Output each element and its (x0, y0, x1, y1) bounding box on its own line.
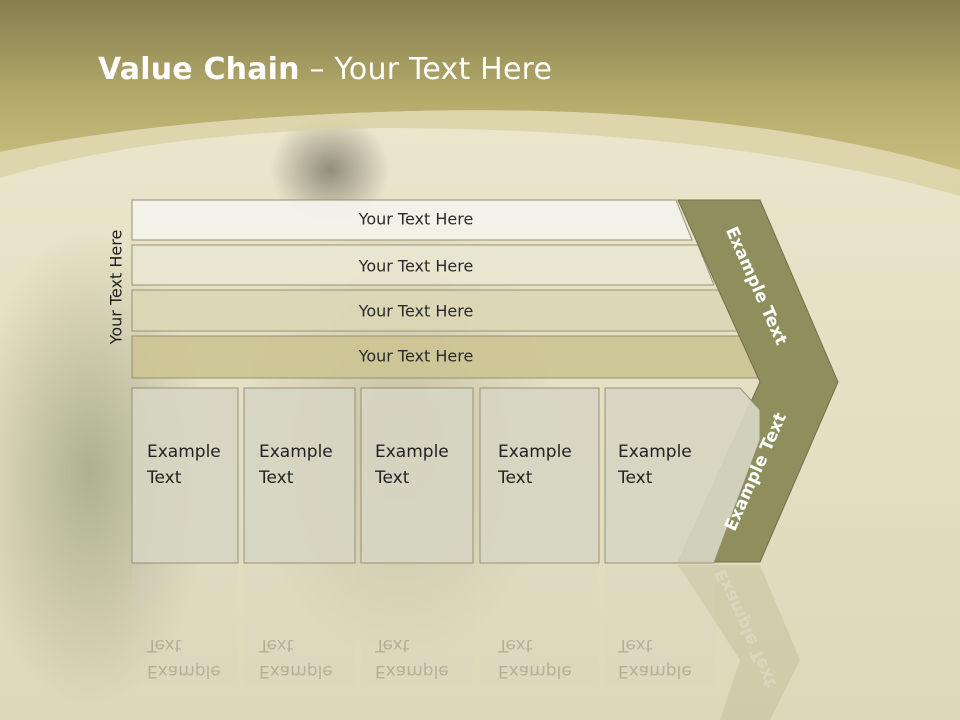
primary-box-1-reflection (132, 566, 238, 686)
primary-box-3 (360, 387, 474, 564)
title-bold: Value Chain (98, 52, 300, 87)
support-row-4-label: Your Text Here (358, 346, 474, 366)
vertical-label: Your Text Here (106, 229, 126, 345)
primary-box-4-reflection (480, 566, 599, 686)
primary-box-5-reflection (605, 566, 715, 686)
chevron-margin (677, 199, 839, 563)
support-row-2 (131, 244, 715, 286)
primary-box-1-label-reflection: Example Text (147, 635, 221, 681)
primary-box-1-label: Example Text (147, 442, 221, 488)
primary-box-4 (479, 387, 600, 564)
primary-box-5-label: Example Text (618, 442, 692, 488)
primary-box-5 (604, 387, 761, 564)
support-row-3-label: Your Text Here (358, 301, 474, 321)
title-rest: – Your Text Here (299, 52, 553, 87)
primary-box-1 (131, 387, 239, 564)
primary-box-2-reflection (244, 566, 355, 686)
page-title: Value Chain – Your Text Here (98, 52, 552, 87)
support-row-2-label: Your Text Here (358, 256, 474, 276)
primary-box-5-label-reflection: Example Text (618, 635, 692, 681)
primary-box-2-label-reflection: Example Text (259, 635, 333, 681)
support-row-1 (131, 199, 693, 241)
header-band (0, 0, 960, 196)
chevron-reflection (678, 565, 800, 720)
primary-box-3-reflection (361, 566, 473, 686)
primary-box-4-label: Example Text (498, 442, 572, 488)
primary-box-3-label: Example Text (375, 442, 449, 488)
primary-box-2-label: Example Text (259, 442, 333, 488)
header-shape (0, 0, 960, 170)
primary-box-3-label-reflection: Example Text (375, 635, 449, 681)
header-swoosh (0, 110, 960, 196)
primary-box-2 (243, 387, 356, 564)
support-row-1-label: Your Text Here (358, 209, 474, 229)
primary-box-4-label-reflection: Example Text (498, 635, 572, 681)
